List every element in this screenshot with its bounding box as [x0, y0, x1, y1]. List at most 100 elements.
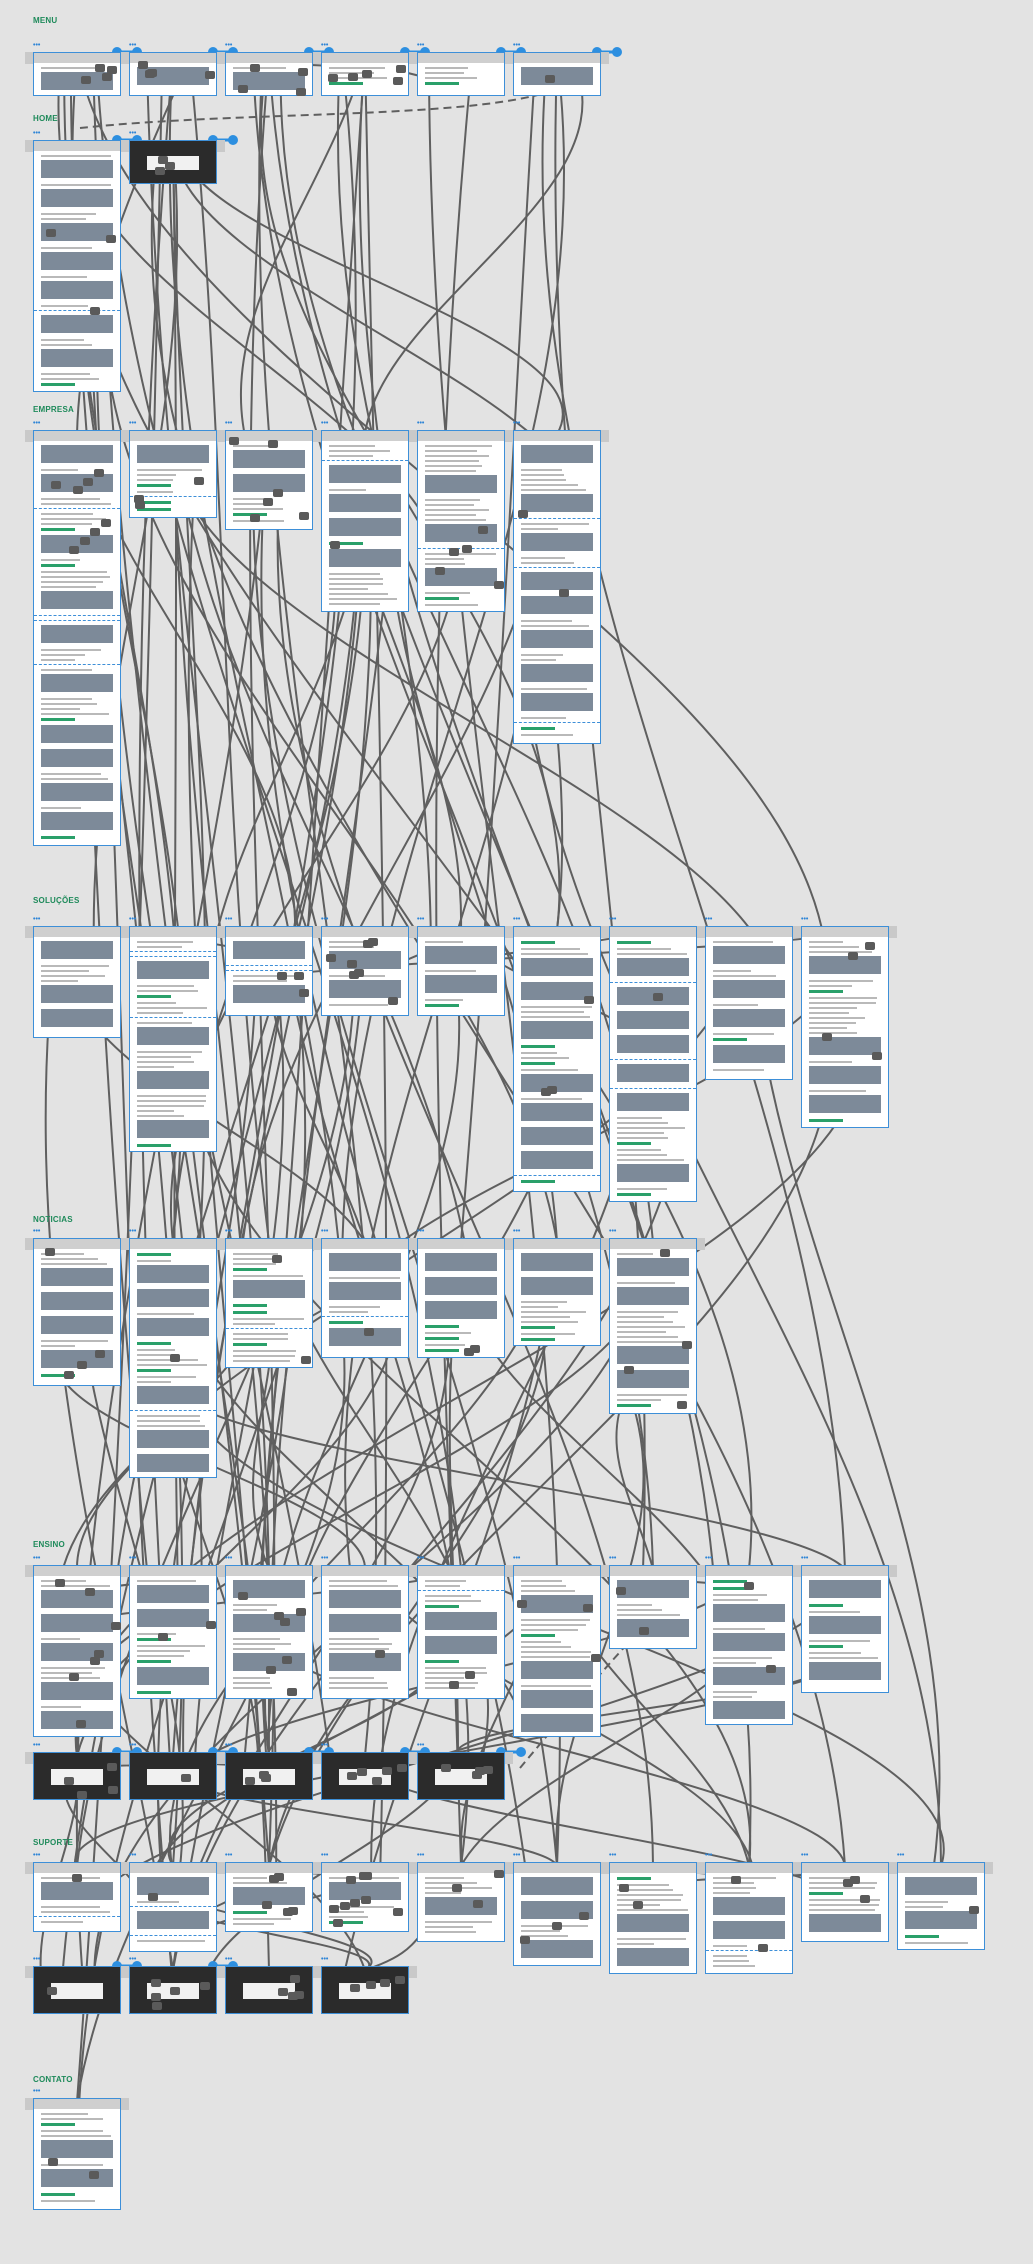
artboard-solucoes-7[interactable] [609, 926, 697, 1202]
hotspot-icon[interactable] [639, 1627, 649, 1635]
board-options-icon[interactable]: ••• [801, 1555, 809, 1562]
hotspot-icon[interactable] [102, 73, 112, 81]
hotspot-icon[interactable] [107, 1763, 117, 1771]
artboard-solucoes-8[interactable] [705, 926, 793, 1080]
board-options-icon[interactable]: ••• [801, 1852, 809, 1859]
hotspot-icon[interactable] [326, 954, 336, 962]
hotspot-icon[interactable] [77, 1361, 87, 1369]
hotspot-icon[interactable] [55, 1579, 65, 1587]
artboard-ensino-6[interactable] [513, 1565, 601, 1737]
artboard-suporte-9[interactable] [801, 1862, 889, 1942]
hotspot-icon[interactable] [170, 1354, 180, 1362]
hotspot-icon[interactable] [333, 1919, 343, 1927]
artboard-suporte-1[interactable] [33, 1966, 121, 2014]
board-options-icon[interactable]: ••• [705, 1852, 713, 1859]
board-options-icon[interactable]: ••• [129, 916, 137, 923]
artboard-solucoes-9[interactable] [801, 926, 889, 1128]
hotspot-icon[interactable] [518, 510, 528, 518]
hotspot-icon[interactable] [359, 1872, 369, 1880]
hotspot-icon[interactable] [273, 489, 283, 497]
hotspot-icon[interactable] [579, 1912, 589, 1920]
hotspot-icon[interactable] [435, 567, 445, 575]
hotspot-icon[interactable] [107, 66, 117, 74]
hotspot-icon[interactable] [340, 1902, 350, 1910]
hotspot-icon[interactable] [475, 1767, 485, 1775]
hotspot-icon[interactable] [865, 942, 875, 950]
hotspot-icon[interactable] [90, 1657, 100, 1665]
hotspot-icon[interactable] [77, 1791, 87, 1799]
artboard-empresa-2[interactable] [129, 430, 217, 518]
hotspot-icon[interactable] [393, 1908, 403, 1916]
artboard-menu-5[interactable] [417, 52, 505, 96]
hotspot-icon[interactable] [69, 546, 79, 554]
artboard-noticias-4[interactable] [321, 1238, 409, 1358]
hotspot-icon[interactable] [148, 1893, 158, 1901]
artboard-solucoes-3[interactable] [225, 926, 313, 1016]
hotspot-icon[interactable] [277, 972, 287, 980]
hotspot-icon[interactable] [357, 1768, 367, 1776]
hotspot-icon[interactable] [181, 1774, 191, 1782]
hotspot-icon[interactable] [520, 1936, 530, 1944]
hotspot-icon[interactable] [758, 1944, 768, 1952]
hotspot-icon[interactable] [470, 1345, 480, 1353]
board-options-icon[interactable]: ••• [417, 420, 425, 427]
artboard-menu-6[interactable] [513, 52, 601, 96]
hotspot-icon[interactable] [382, 1767, 392, 1775]
hotspot-icon[interactable] [624, 1366, 634, 1374]
hotspot-icon[interactable] [380, 1979, 390, 1987]
hotspot-icon[interactable] [872, 1052, 882, 1060]
board-options-icon[interactable]: ••• [321, 420, 329, 427]
artboard-empresa-1[interactable] [33, 430, 121, 846]
board-options-icon[interactable]: ••• [513, 1555, 521, 1562]
hotspot-icon[interactable] [744, 1582, 754, 1590]
hotspot-icon[interactable] [328, 74, 338, 82]
board-options-icon[interactable]: ••• [225, 1742, 233, 1749]
hotspot-icon[interactable] [329, 1905, 339, 1913]
board-options-icon[interactable]: ••• [417, 1742, 425, 1749]
board-options-icon[interactable]: ••• [225, 916, 233, 923]
hotspot-icon[interactable] [395, 1976, 405, 1984]
hotspot-icon[interactable] [449, 548, 459, 556]
hotspot-icon[interactable] [848, 952, 858, 960]
board-options-icon[interactable]: ••• [513, 1228, 521, 1235]
board-options-icon[interactable]: ••• [513, 42, 521, 49]
artboard-ensino-9[interactable] [801, 1565, 889, 1693]
hotspot-icon[interactable] [860, 1895, 870, 1903]
hotspot-icon[interactable] [205, 71, 215, 79]
hotspot-icon[interactable] [330, 541, 340, 549]
hotspot-icon[interactable] [290, 1975, 300, 1983]
artboard-noticias-7[interactable] [609, 1238, 697, 1414]
hotspot-icon[interactable] [969, 1906, 979, 1914]
hotspot-icon[interactable] [294, 1991, 304, 1999]
hotspot-icon[interactable] [372, 1777, 382, 1785]
hotspot-icon[interactable] [268, 440, 278, 448]
board-options-icon[interactable]: ••• [225, 1228, 233, 1235]
hotspot-icon[interactable] [473, 1900, 483, 1908]
hotspot-icon[interactable] [280, 1618, 290, 1626]
hotspot-icon[interactable] [347, 1772, 357, 1780]
artboard-solucoes-6[interactable] [513, 926, 601, 1192]
artboard-suporte-10[interactable] [897, 1862, 985, 1950]
board-options-icon[interactable]: ••• [33, 420, 41, 427]
hotspot-icon[interactable] [262, 1901, 272, 1909]
board-options-icon[interactable]: ••• [33, 1742, 41, 1749]
board-options-icon[interactable]: ••• [225, 42, 233, 49]
hotspot-icon[interactable] [90, 528, 100, 536]
hotspot-icon[interactable] [278, 1988, 288, 1996]
board-options-icon[interactable]: ••• [129, 420, 137, 427]
hotspot-icon[interactable] [272, 1255, 282, 1263]
board-options-icon[interactable]: ••• [225, 1956, 233, 1963]
hotspot-icon[interactable] [288, 1907, 298, 1915]
hotspot-icon[interactable] [296, 88, 306, 96]
board-options-icon[interactable]: ••• [609, 1852, 617, 1859]
hotspot-icon[interactable] [80, 537, 90, 545]
hotspot-icon[interactable] [250, 514, 260, 522]
hotspot-icon[interactable] [48, 2158, 58, 2166]
hotspot-icon[interactable] [106, 235, 116, 243]
hotspot-icon[interactable] [229, 437, 239, 445]
hotspot-icon[interactable] [101, 519, 111, 527]
board-options-icon[interactable]: ••• [801, 916, 809, 923]
hotspot-icon[interactable] [274, 1873, 284, 1881]
hotspot-icon[interactable] [76, 1720, 86, 1728]
hotspot-icon[interactable] [274, 1612, 284, 1620]
